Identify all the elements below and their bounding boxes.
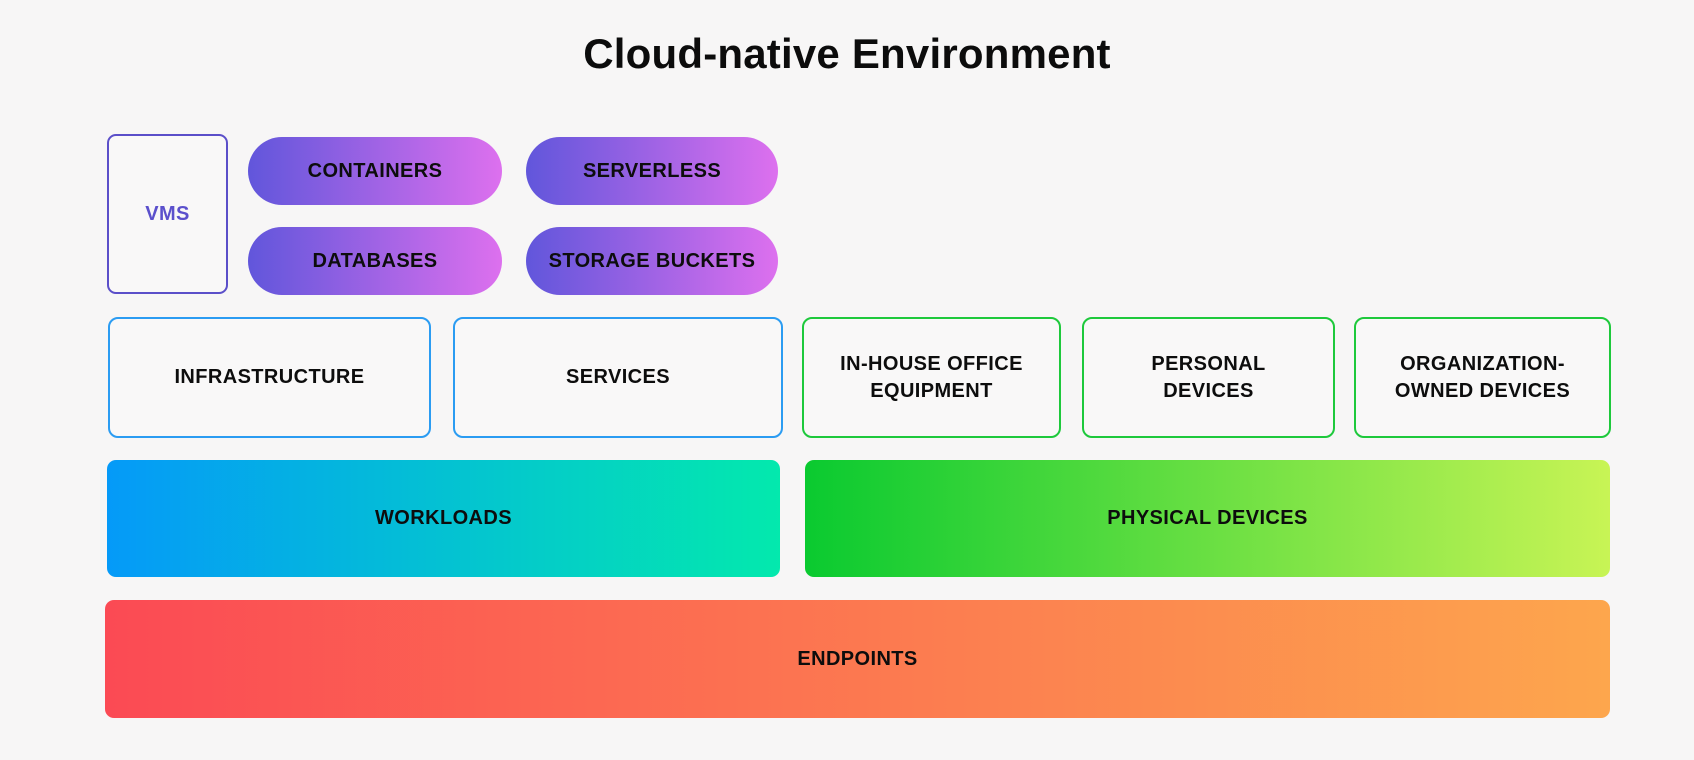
containers-pill: CONTAINERS	[248, 137, 502, 205]
endpoints-bar: ENDPOINTS	[105, 600, 1610, 718]
storage-buckets-label: STORAGE BUCKETS	[548, 249, 756, 272]
services-box: SERVICES	[453, 317, 783, 438]
organization-owned-devices-label: ORGANIZATION-OWNED DEVICES	[1394, 352, 1571, 402]
storage-buckets-pill: STORAGE BUCKETS	[526, 227, 778, 295]
physical-devices-label: PHYSICAL DEVICES	[1107, 507, 1308, 529]
in-house-office-equipment-box: IN-HOUSE OFFICE EQUIPMENT	[802, 317, 1061, 438]
endpoints-label: ENDPOINTS	[797, 647, 918, 670]
serverless-label: SERVERLESS	[582, 159, 722, 182]
workloads-label: WORKLOADS	[375, 507, 512, 529]
organization-owned-devices-box: ORGANIZATION-OWNED DEVICES	[1354, 317, 1611, 438]
personal-devices-label: PERSONAL DEVICES	[1151, 352, 1266, 402]
in-house-office-equipment-label: IN-HOUSE OFFICE EQUIPMENT	[840, 352, 1023, 402]
databases-label: DATABASES	[312, 249, 438, 272]
databases-pill: DATABASES	[248, 227, 502, 295]
workloads-bar: WORKLOADS	[107, 460, 780, 577]
personal-devices-box: PERSONAL DEVICES	[1082, 317, 1335, 438]
vms-label: VMS	[145, 202, 190, 225]
physical-devices-bar: PHYSICAL DEVICES	[805, 460, 1610, 577]
services-label: SERVICES	[566, 366, 670, 388]
serverless-pill: SERVERLESS	[526, 137, 778, 205]
diagram-title: Cloud-native Environment	[583, 30, 1111, 77]
infrastructure-label: INFRASTRUCTURE	[174, 366, 365, 388]
vms-box: VMS	[107, 134, 228, 294]
infrastructure-box: INFRASTRUCTURE	[108, 317, 431, 438]
containers-label: CONTAINERS	[307, 159, 443, 182]
